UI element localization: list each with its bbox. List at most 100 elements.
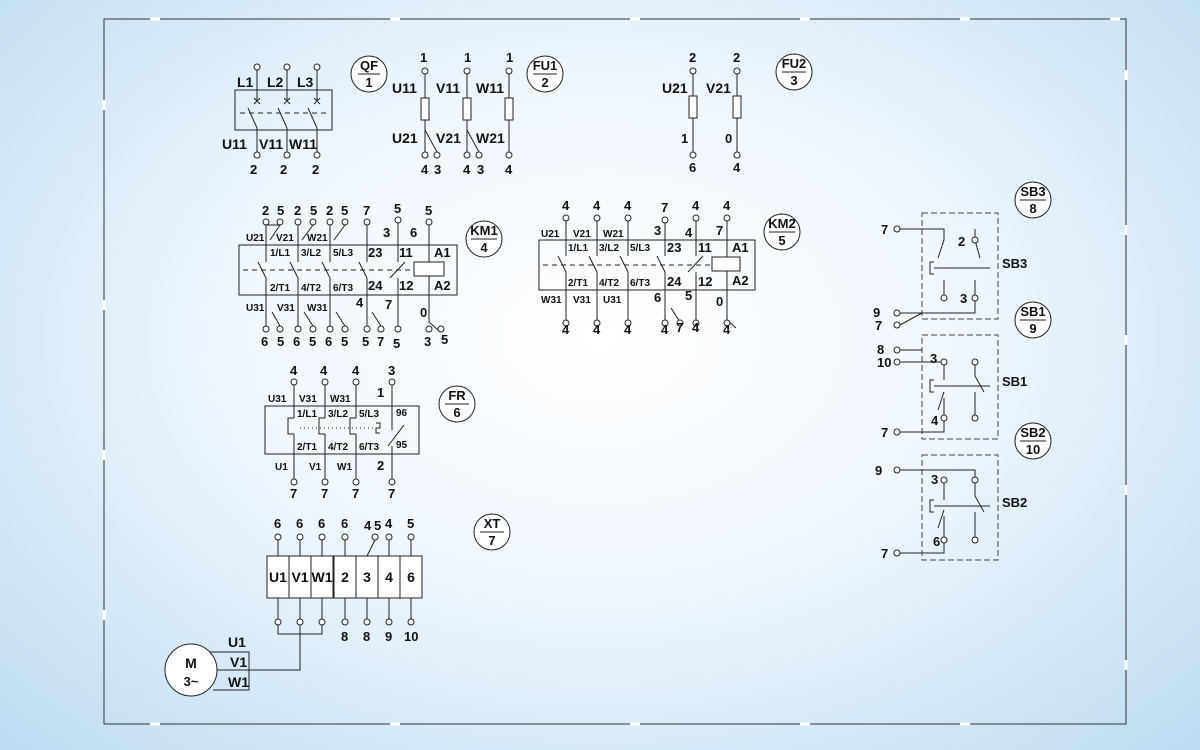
svg-text:4: 4	[624, 322, 632, 337]
svg-text:FU1: FU1	[533, 58, 558, 73]
svg-text:U21: U21	[662, 80, 688, 96]
svg-text:5: 5	[393, 336, 400, 351]
qf-wire-number: 2	[280, 162, 287, 177]
qf-terminal	[253, 63, 261, 71]
svg-text:23: 23	[368, 245, 382, 260]
svg-text:0: 0	[725, 131, 732, 146]
svg-text:4/T2: 4/T2	[301, 283, 321, 294]
svg-text:U11: U11	[392, 80, 417, 96]
svg-text:4: 4	[356, 295, 364, 310]
svg-text:9: 9	[875, 463, 882, 478]
svg-text:W1: W1	[228, 674, 249, 690]
svg-text:5: 5	[341, 334, 348, 349]
svg-text:3: 3	[388, 363, 395, 378]
svg-text:A2: A2	[732, 273, 749, 288]
km1-coil	[413, 261, 445, 277]
svg-text:10: 10	[404, 629, 418, 644]
qf-breaker: L1 L2 L3 U11 V11 W11 2 2 2	[222, 63, 333, 177]
svg-text:23: 23	[667, 240, 681, 255]
svg-text:V21: V21	[573, 229, 591, 240]
svg-text:4: 4	[661, 322, 669, 337]
qf-phase-label: L3	[297, 74, 314, 90]
svg-text:5: 5	[441, 332, 448, 347]
qf-wire-number: 2	[250, 162, 257, 177]
svg-text:3: 3	[654, 223, 661, 238]
svg-text:6: 6	[407, 569, 415, 585]
svg-text:4/T2: 4/T2	[328, 442, 348, 453]
svg-text:2: 2	[341, 569, 349, 585]
svg-text:9: 9	[1029, 321, 1036, 336]
svg-text:9: 9	[385, 629, 392, 644]
svg-text:2: 2	[733, 50, 740, 65]
svg-text:KM2: KM2	[768, 216, 795, 231]
svg-text:U1: U1	[228, 634, 246, 650]
svg-text:1: 1	[464, 50, 471, 65]
sb3-tag: SB3 8	[1014, 181, 1052, 219]
drawing-frame	[103, 18, 1127, 725]
svg-text:W31: W31	[330, 394, 351, 405]
svg-text:5: 5	[407, 516, 414, 531]
xt-terminal-strip: 6 6 6 6 4 5 4 5 U1 V1 W1 2 3 4 6 8 8 9 1…	[249, 516, 423, 671]
svg-text:U21: U21	[246, 233, 265, 244]
svg-text:5: 5	[341, 203, 348, 218]
svg-text:4: 4	[685, 225, 693, 240]
svg-text:7: 7	[377, 334, 384, 349]
svg-text:7: 7	[881, 425, 888, 440]
svg-text:8: 8	[363, 629, 370, 644]
svg-text:3: 3	[931, 472, 938, 487]
svg-text:7: 7	[352, 486, 359, 501]
svg-text:4: 4	[320, 363, 328, 378]
svg-text:1/L1: 1/L1	[568, 243, 588, 254]
svg-text:5: 5	[309, 334, 316, 349]
svg-text:U1: U1	[269, 569, 287, 585]
svg-text:3: 3	[477, 162, 484, 177]
fu1-tag: FU1 2	[526, 55, 564, 93]
qf-tag: QF 1	[350, 55, 388, 93]
svg-text:V31: V31	[277, 303, 295, 314]
km2-housing	[538, 239, 756, 291]
svg-text:1/L1: 1/L1	[297, 409, 317, 420]
svg-text:3: 3	[790, 73, 797, 88]
qf-output-label: W11	[289, 136, 317, 152]
svg-text:M: M	[185, 655, 197, 671]
svg-text:U21: U21	[392, 130, 418, 146]
svg-text:6/T3: 6/T3	[333, 283, 353, 294]
svg-text:XT: XT	[484, 516, 501, 531]
svg-text:U31: U31	[268, 394, 287, 405]
sb3-button: 7 2 SB3 3 9 7	[873, 212, 1027, 333]
svg-text:8: 8	[341, 629, 348, 644]
svg-text:U31: U31	[603, 295, 622, 306]
svg-text:W1: W1	[312, 569, 333, 585]
svg-text:0: 0	[716, 294, 723, 309]
svg-text:7: 7	[290, 486, 297, 501]
qf-terminal	[283, 63, 291, 71]
frame-breaks	[102, 17, 1128, 726]
svg-text:5: 5	[394, 201, 401, 216]
svg-text:9: 9	[873, 305, 880, 320]
svg-text:5: 5	[374, 518, 381, 533]
svg-text:4: 4	[352, 363, 360, 378]
svg-text:2/T1: 2/T1	[568, 278, 588, 289]
svg-text:A1: A1	[732, 240, 749, 255]
svg-text:4: 4	[480, 240, 488, 255]
motor: M 3~ U1 V1 W1	[164, 634, 250, 697]
svg-text:1: 1	[506, 50, 513, 65]
svg-text:5/L3: 5/L3	[333, 248, 353, 259]
svg-text:U1: U1	[275, 462, 288, 473]
svg-text:1/L1: 1/L1	[270, 248, 290, 259]
svg-text:4: 4	[290, 363, 298, 378]
svg-text:12: 12	[399, 278, 413, 293]
km1-contactor: 2 5 2 5 2 5 7 5 5 U21 V21 W21 1/L1 3/L2 …	[238, 201, 458, 351]
svg-text:W21: W21	[603, 229, 624, 240]
fu1-fuses: 1 1 1 U11 V11 W11 U21 V21 W21 4 3 4 3 4	[392, 50, 514, 177]
svg-text:W31: W31	[541, 295, 562, 306]
svg-text:6: 6	[453, 405, 460, 420]
svg-text:7: 7	[875, 318, 882, 333]
svg-text:6: 6	[410, 225, 417, 240]
svg-text:95: 95	[396, 440, 408, 451]
svg-text:FU2: FU2	[782, 56, 807, 71]
svg-text:7: 7	[488, 533, 495, 548]
svg-text:5: 5	[277, 203, 284, 218]
svg-text:W11: W11	[476, 80, 504, 96]
